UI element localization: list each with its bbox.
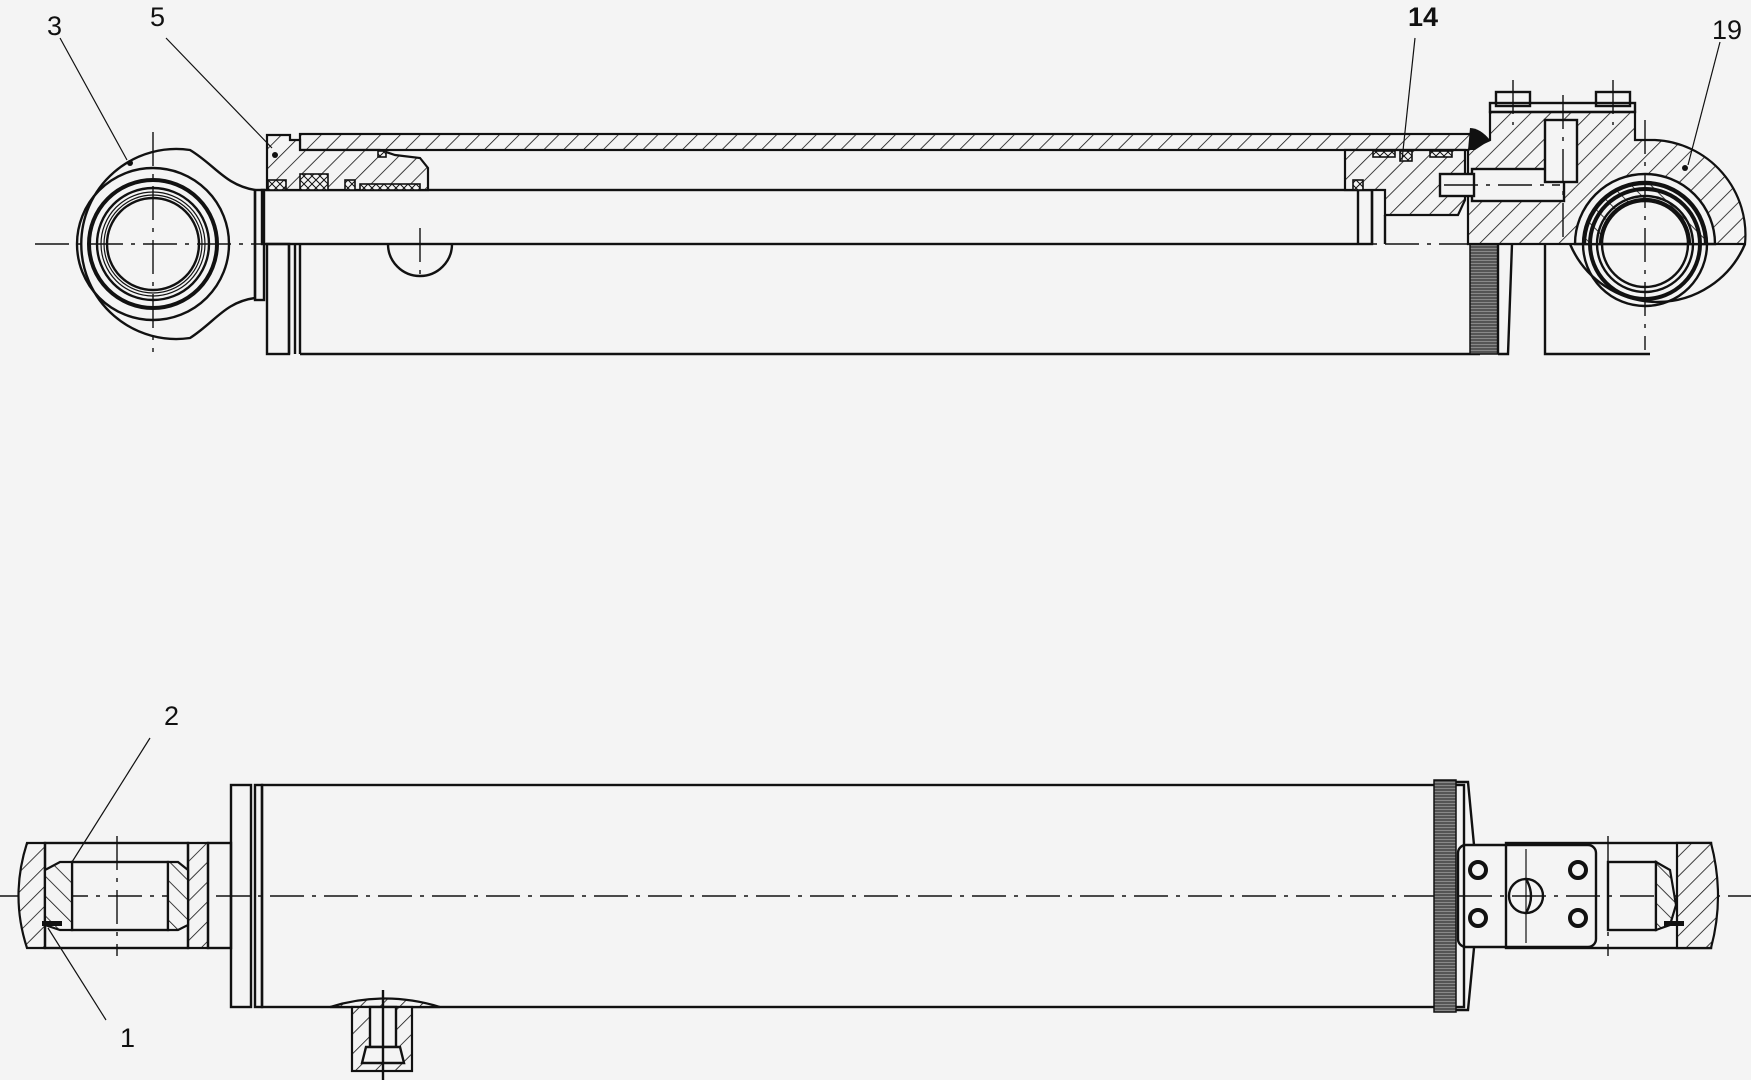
barrel-wall-section [298,132,1474,152]
callout-3: 3 [47,11,63,41]
port-fitting [329,990,441,1080]
callout-1: 1 [120,1023,136,1053]
port-hole [386,243,454,278]
piston-rod [260,188,1374,246]
callout-5: 5 [150,2,166,32]
rod-eye-left-plan [17,836,233,956]
knurled-ring [1469,243,1499,355]
leader-3 [59,37,128,161]
leader-2 [71,737,151,863]
piston [1343,148,1467,244]
leader-14 [1401,37,1416,161]
sectional-side-view [35,80,1747,356]
rod-eye-left [75,132,266,352]
cylinder-barrel-plan [260,783,1466,1009]
callout-14: 14 [1408,2,1439,32]
rear-head-clevis [1438,80,1747,356]
leader-5 [165,37,273,149]
cylinder-barrel [265,228,1514,356]
front-flange [229,783,253,1009]
knurled-ring-plan [1433,779,1457,1013]
leader-19 [1687,41,1721,166]
leader-1 [47,927,107,1021]
callout-2: 2 [164,701,180,731]
callout-19: 19 [1712,15,1743,45]
top-plan-view [0,779,1751,1080]
gland-head [265,133,430,192]
rear-eye-plan [1504,836,1720,956]
